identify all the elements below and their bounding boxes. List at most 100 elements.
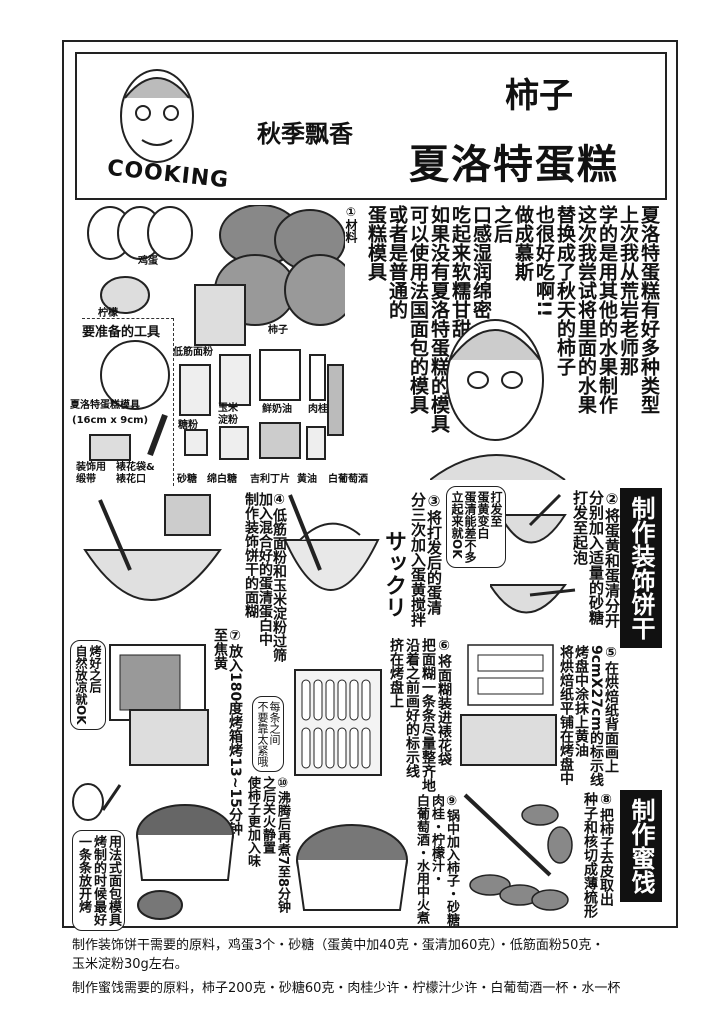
mixing-bowl-illustration xyxy=(283,494,380,591)
intro-line: 蛋糕模具 xyxy=(365,205,387,281)
sound-effect: サックリ xyxy=(381,530,406,618)
bubble-line: 蛋清能差不多 xyxy=(463,491,477,563)
intro-line: 这次我尝试将里面的水果 xyxy=(575,205,597,414)
ingredient-label: 糖粉 xyxy=(178,420,198,431)
step-line: 白葡萄酒・水用中火煮 xyxy=(414,794,429,924)
step-line: 肉桂・柠檬汁・ xyxy=(429,794,444,885)
step-line: 之后关火静置 xyxy=(260,776,275,854)
step-line: 沿着之前画好的标示线 xyxy=(404,638,420,778)
intro-line: 或者是普通的 xyxy=(386,205,408,319)
biscuit-ingredients-line-1: 制作装饰饼干需要的原料，鸡蛋3个・砂糖（蛋黄中加40克・蛋清加60克）・低筋面粉… xyxy=(72,938,605,953)
step-line: ⑩沸腾后再煮7至8分钟 xyxy=(275,776,290,914)
intro-line: 口感湿润绵密 xyxy=(470,205,492,319)
step-line: 使柿子更加入味 xyxy=(245,776,260,867)
intro-text: 夏洛特蛋糕有好多种类型 上次我从荒岩老师那 学的是用其他的水果制作 这次我尝试将… xyxy=(365,205,660,433)
step-7-bubble: 烤好之后 自然放凉就OK xyxy=(70,640,106,730)
tool-label: (16cm x 9cm) xyxy=(72,415,149,426)
bubble-line: 一条条放开烤 xyxy=(76,835,91,913)
section-tag-biscuit: 制作装饰饼干 xyxy=(620,488,662,648)
step-8-text: ⑧把柿子去皮取出 种子和核切成薄梳形 xyxy=(582,792,614,918)
oven-illustration xyxy=(109,644,209,766)
step-3-text: ③将打发后的蛋清 分三次加入蛋黄搅拌 xyxy=(409,492,443,627)
tool-label: 裱花袋&裱花口 xyxy=(116,462,155,485)
step-10-text: ⑩沸腾后再煮7至8分钟 之后关火静置 使柿子更加入味 xyxy=(245,776,290,913)
intro-line: 上次我从荒岩老师那 xyxy=(617,205,639,376)
chef-illustration xyxy=(430,319,566,480)
chef-portrait-illustration xyxy=(120,69,194,163)
ingredient-label: 吉利丁片 xyxy=(250,474,290,485)
step-line: 将烘焙纸平铺在烤盘中 xyxy=(558,645,574,785)
title-small: 柿子 xyxy=(505,76,573,116)
step-line: ⑥将面糊装进裱花袋 xyxy=(436,638,452,766)
saucepan-illustration xyxy=(136,804,234,920)
step-2-bubble: 打发至 蛋黄变白 蛋清能差不多 立起来就OK xyxy=(446,486,506,568)
tool-label: 夏洛特蛋糕模具 xyxy=(70,400,140,411)
step-9-text: ⑨锅中加入柿子・砂糖 肉桂・柠檬汁・ 白葡萄酒・水用中火煮 xyxy=(414,794,459,926)
ingredient-label: 玉米淀粉 xyxy=(218,403,238,426)
step-line: ③将打发后的蛋清 xyxy=(425,492,443,615)
sifter-bowl-illustration xyxy=(83,494,222,601)
chef-pointing-illustration xyxy=(72,783,122,821)
intro-line: 吃起来软糯甘甜 xyxy=(449,205,471,338)
note-line: 每条之间 xyxy=(268,701,281,745)
step-6-note: 每条之间 不要靠太紧哦 xyxy=(252,696,284,772)
page-title: 夏洛特蛋糕 xyxy=(409,142,619,188)
ingredient-label: 鸡蛋 xyxy=(138,256,158,267)
baking-paper-illustration xyxy=(460,644,557,766)
tools-heading: 要准备的工具 xyxy=(82,325,161,340)
pot-simmering-illustration xyxy=(296,824,408,911)
ingredient-label: 鲜奶油 xyxy=(262,404,292,415)
step-line: 9cmX27cm的标示线 xyxy=(588,645,604,787)
step-line: 种子和核切成薄梳形 xyxy=(582,792,598,918)
biscuit-ingredients-line-2: 玉米淀粉30g左右。 xyxy=(72,957,188,972)
step-line: ⑤在烘焙纸背面画上 xyxy=(603,645,619,773)
step-line: 分别加入适量的砂糖 xyxy=(587,490,605,625)
tip-bubble: 用法式面包模具 烤制的时候最好 一条条放开烤 xyxy=(72,830,125,931)
page-frame xyxy=(62,40,678,928)
bubble-line: 自然放凉就OK xyxy=(74,645,88,725)
intro-line: 如果没有夏洛特蛋糕的模具 xyxy=(428,205,450,433)
intro-line: 之后 xyxy=(491,205,513,243)
ingredients-illustration xyxy=(87,205,345,461)
step-line: ⑧把柿子去皮取出 xyxy=(598,792,614,906)
sliced-persimmon-illustration xyxy=(463,793,573,911)
intro-line: 学的是用其他的水果制作 xyxy=(596,205,618,414)
ingredient-label: 黄油 xyxy=(297,474,317,485)
bubble-line: 烤好之后 xyxy=(88,645,102,693)
step-line: 制作装饰饼干的面糊 xyxy=(243,492,259,618)
ingredient-label: 柿子 xyxy=(268,325,288,336)
intro-line: 替换成了秋天的柿子 xyxy=(554,205,576,376)
step-line: 烤盘中涂抹上黄油 xyxy=(573,645,589,757)
note-line: 不要靠太紧哦 xyxy=(256,701,269,767)
step-line: 至焦黄 xyxy=(212,628,228,670)
step-4-text: ④低筋面粉和玉米淀粉过筛 加入混合好的蛋清蛋白中 制作装饰饼干的面糊 xyxy=(243,492,287,662)
step-5-text: ⑤在烘焙纸背面画上 9cmX27cm的标示线 烤盘中涂抹上黄油 将烘焙纸平铺在烤… xyxy=(558,645,619,787)
materials-heading: ①材料 xyxy=(344,205,358,243)
title-box: COOKING 柿子 秋季飘香 夏洛特蛋糕 xyxy=(75,52,667,200)
step-2-text: ②将蛋黄和蛋清分开 分别加入适量的砂糖 打发至起泡 xyxy=(571,490,621,628)
ingredient-label: 绵白糖 xyxy=(207,474,237,485)
step-line: 打发至起泡 xyxy=(571,490,589,565)
ingredient-label: 肉桂 xyxy=(308,404,328,415)
step-line: 把面糊一条条尽量整齐地 xyxy=(420,638,436,792)
step-line: 挤在烤盘上 xyxy=(388,638,404,708)
intro-line: 也很好吃啊!! xyxy=(533,205,555,318)
bubble-line: 烤制的时候最好 xyxy=(91,835,106,926)
ingredient-label: 柠檬 xyxy=(98,308,118,319)
bubble-line: 立起来就OK xyxy=(450,491,464,559)
step-line: ⑦放入180度烤箱烤13~15分钟 xyxy=(227,628,243,836)
piped-ladyfingers-illustration xyxy=(294,669,382,776)
section-tag-compote: 制作蜜饯 xyxy=(620,790,662,902)
ingredient-label: 砂糖 xyxy=(177,474,197,485)
step-line: ⑨锅中加入柿子・砂糖 xyxy=(444,794,459,926)
bubble-line: 蛋黄变白 xyxy=(476,491,490,539)
whisk-bowls-illustration xyxy=(490,493,576,614)
bubble-line: 用法式面包模具 xyxy=(106,835,121,926)
ingredient-label: 低筋面粉 xyxy=(173,347,213,358)
bubble-line: 打发至 xyxy=(489,491,503,527)
step-line: 分三次加入蛋黄搅拌 xyxy=(409,492,427,627)
step-6-text: ⑥将面糊装进裱花袋 把面糊一条条尽量整齐地 沿着之前画好的标示线 挤在烤盘上 xyxy=(388,638,452,792)
step-line: ④低筋面粉和玉米淀粉过筛 xyxy=(271,492,287,662)
tools-box: 要准备的工具 xyxy=(82,318,174,486)
step-line: 加入混合好的蛋清蛋白中 xyxy=(257,492,273,646)
